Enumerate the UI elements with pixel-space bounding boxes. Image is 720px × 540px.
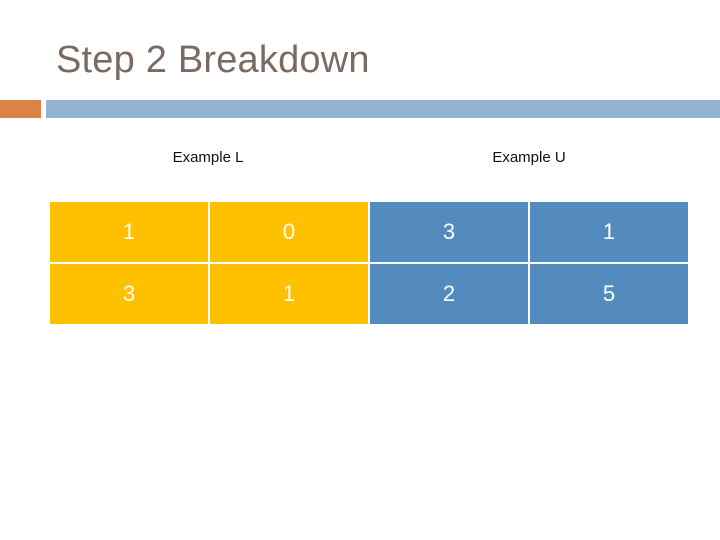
- table-body: 1 0 3 1 3 1 2 5: [50, 202, 688, 324]
- table-row: 1 0 3 1: [50, 202, 688, 262]
- divider-bar: [46, 100, 720, 118]
- table-row: 3 1 2 5: [50, 264, 688, 324]
- page-title: Step 2 Breakdown: [56, 39, 370, 81]
- table-cell: 1: [530, 202, 688, 262]
- table-cell: 0: [210, 202, 368, 262]
- divider-accent-block: [0, 100, 41, 118]
- table-cell: 3: [370, 202, 528, 262]
- title-divider: [0, 100, 720, 118]
- breakdown-table: 1 0 3 1 3 1 2 5: [48, 200, 690, 326]
- caption-example-l: Example L: [172, 149, 244, 166]
- table-cell: 3: [50, 264, 208, 324]
- table-cell: 5: [530, 264, 688, 324]
- table-cell: 1: [210, 264, 368, 324]
- table-cell: 2: [370, 264, 528, 324]
- caption-example-u: Example U: [492, 149, 566, 166]
- table-cell: 1: [50, 202, 208, 262]
